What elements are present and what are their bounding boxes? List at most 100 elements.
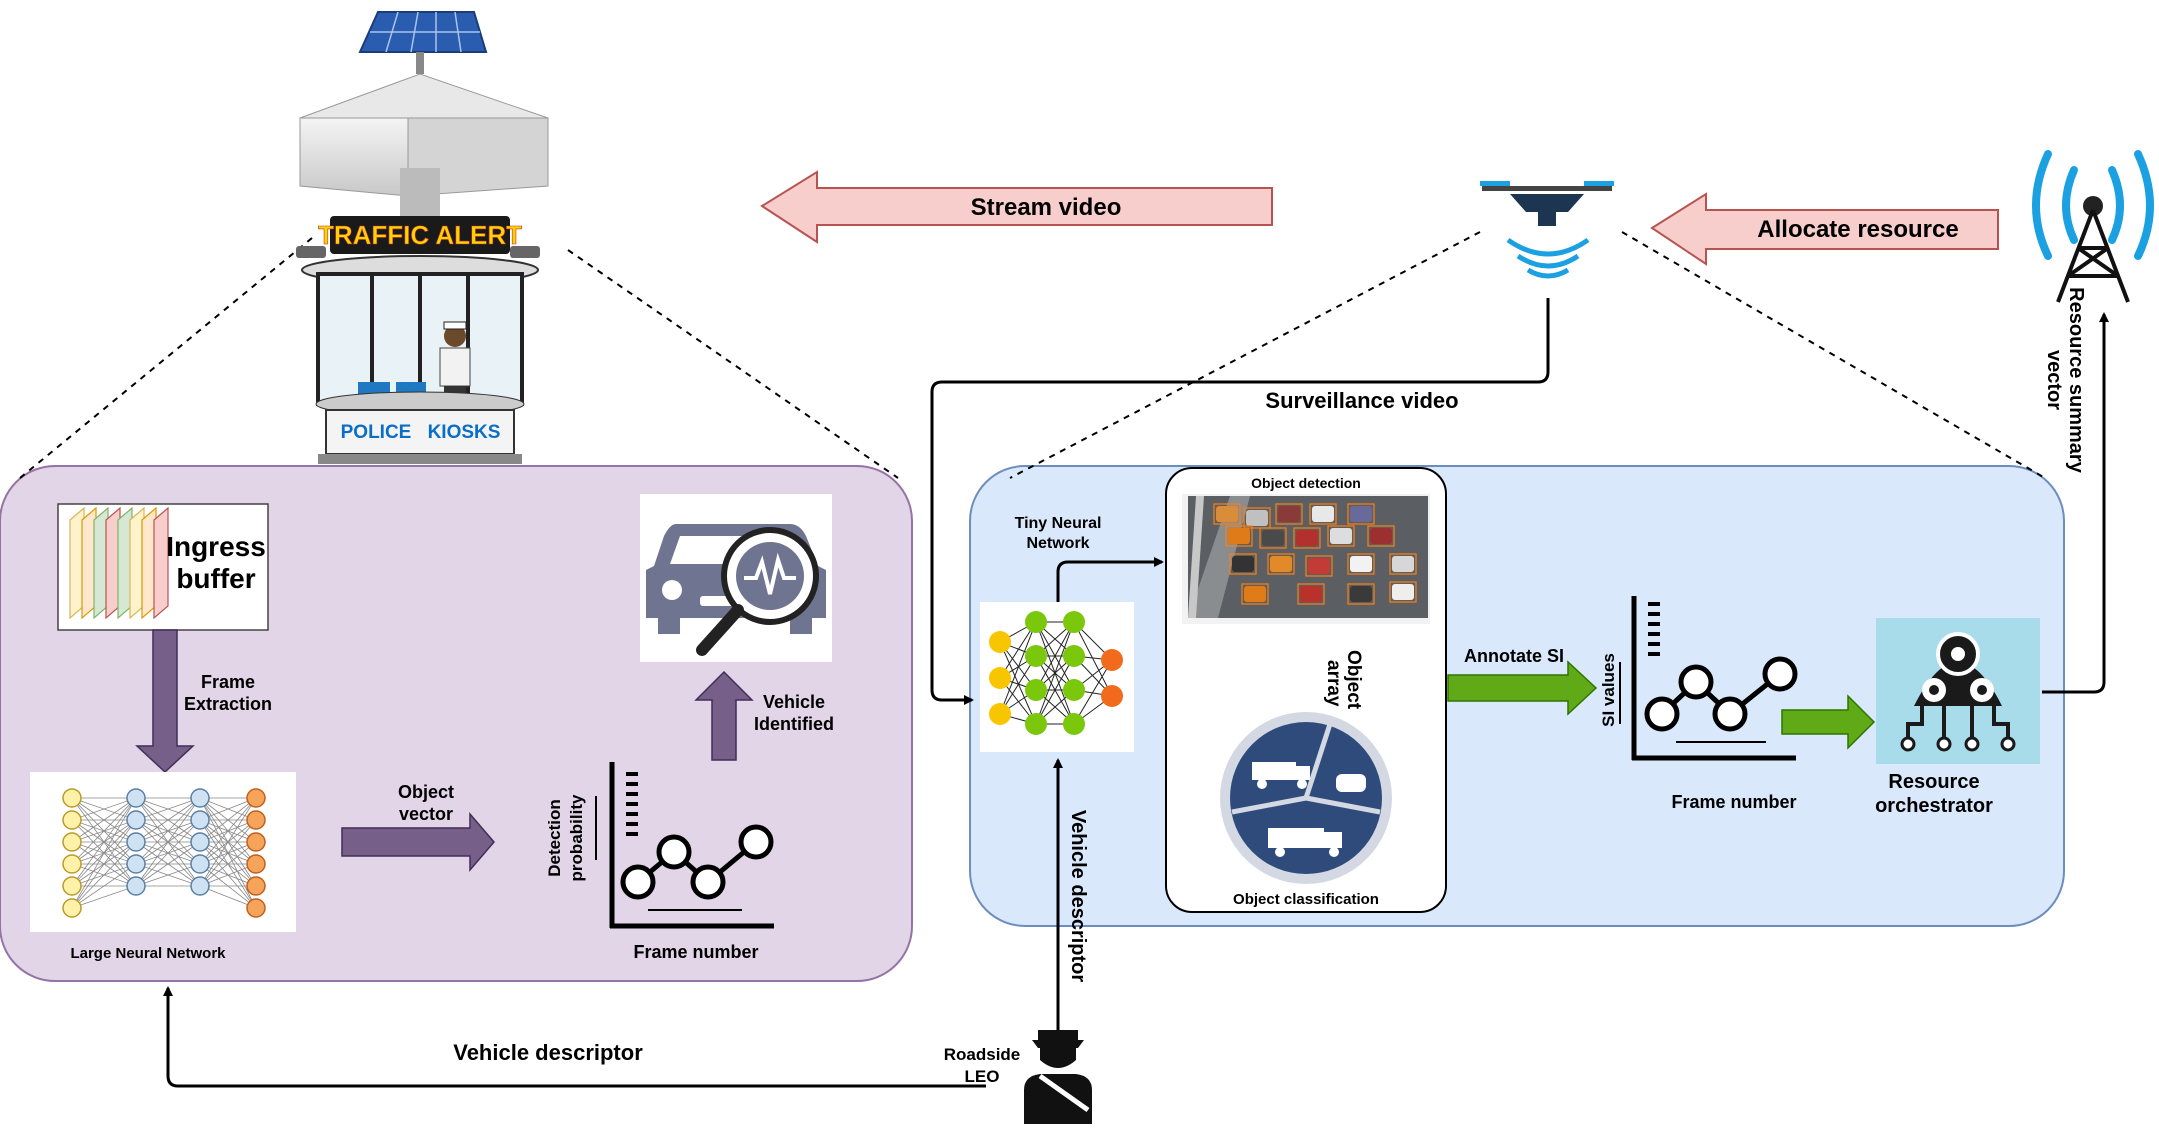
dashed-projection-lines: [19, 231, 2046, 479]
detection-box: [1389, 581, 1417, 603]
stream-video-arrow: Stream video: [760, 170, 1273, 244]
large-nn-edge: [71, 797, 137, 865]
large-nn-edge: [199, 863, 257, 887]
detected-car: [1392, 584, 1414, 600]
large-nn-node: [246, 810, 266, 830]
tiny-nn-nodes: [989, 611, 1123, 735]
large-nn-node: [126, 876, 146, 896]
detection-box: [1267, 553, 1295, 575]
large-nn-edge: [135, 863, 201, 887]
detection-box: [1213, 503, 1241, 525]
tiny-nn-edge: [1035, 621, 1075, 691]
large-nn-node: [62, 832, 82, 852]
surveillance-video-label: Surveillance video: [1265, 388, 1458, 413]
large-nn-node: [246, 898, 266, 918]
large-nn-node: [62, 898, 82, 918]
tiny-nn-edge: [999, 655, 1037, 715]
vehicle-diagnostics-icon: [640, 494, 832, 662]
large-nn-edge: [71, 819, 137, 909]
large-nn-node: [190, 832, 210, 852]
solar-panel-icon: [358, 11, 488, 74]
detection-box: [1259, 527, 1287, 549]
large-nn-node: [62, 876, 82, 896]
large-nn-edge: [71, 863, 137, 909]
tiny-nn-edge: [1073, 621, 1113, 697]
large-nn-edge: [71, 797, 137, 909]
detection-box: [1347, 553, 1375, 575]
detection-box: [1327, 525, 1355, 547]
kiosks-label: KIOSKS: [428, 422, 501, 443]
detection-box: [1297, 583, 1325, 605]
traffic-alert-sign: TRAFFIC ALERT: [318, 220, 522, 250]
detected-car: [1270, 556, 1292, 572]
detected-car: [1216, 506, 1238, 522]
tiny-nn-node: [1063, 713, 1085, 735]
large-nn-node: [190, 876, 210, 896]
tiny-nn-label-1: Tiny Neural: [1015, 515, 1102, 532]
large-nn-edge: [135, 819, 201, 887]
police-label: POLICE: [341, 422, 412, 443]
large-nn-edge: [199, 841, 257, 887]
annotate-si-label: Annotate SI: [1464, 646, 1564, 666]
tiny-nn-edge: [999, 621, 1037, 679]
ingress-label: Ingress: [166, 531, 266, 562]
detected-car: [1262, 530, 1284, 546]
detected-car: [1228, 528, 1250, 544]
large-nn-label: Large Neural Network: [70, 945, 226, 962]
object-detection-label: Object detection: [1251, 475, 1361, 491]
detection-box: [1241, 583, 1269, 605]
large-nn-edge: [135, 797, 201, 865]
tiny-nn-node: [1101, 685, 1123, 707]
stream-video-label: Stream video: [971, 194, 1122, 221]
large-nn-node: [126, 832, 146, 852]
detected-car: [1232, 556, 1254, 572]
frame-number-left-label: Frame number: [633, 942, 758, 962]
buffer-label: buffer: [176, 563, 255, 594]
detection-box: [1389, 553, 1417, 575]
detected-car: [1350, 556, 1372, 572]
resource-summary-vector-label: Resource summary vector: [2043, 287, 2087, 474]
roadside-label: Roadside: [944, 1045, 1021, 1064]
ingress-buffer-box: Ingress buffer: [57, 503, 269, 631]
vehicle-identified-arrow: [694, 670, 754, 761]
detected-car: [1278, 506, 1300, 522]
large-nn-edge: [199, 797, 257, 865]
tiny-nn-edge: [1073, 659, 1113, 725]
vehicle-descriptor-vertical-label: Vehicle descriptor: [1067, 810, 1089, 983]
drone-icon: [1480, 181, 1614, 279]
detection-probability-label: Detection probability: [545, 794, 586, 881]
tiny-nn-edge: [1035, 621, 1075, 725]
identified-label: Identified: [754, 714, 834, 734]
detected-car: [1350, 586, 1372, 602]
detected-car: [1246, 510, 1268, 526]
svg-text:SI values: SI values: [1599, 653, 1618, 727]
leo-label: LEO: [965, 1067, 1000, 1086]
large-nn-node: [190, 788, 210, 808]
tiny-nn-edge: [999, 621, 1037, 715]
large-nn-node: [190, 810, 210, 830]
large-nn-edge: [71, 841, 137, 909]
svg-text:vector: vector: [2043, 350, 2065, 410]
large-nn-edge: [71, 885, 137, 909]
roadside-officer-icon: [1024, 1030, 1092, 1124]
svg-text:Resource summary: Resource summary: [2065, 287, 2087, 474]
svg-text:array: array: [1323, 660, 1344, 707]
large-nn-node: [126, 788, 146, 808]
large-nn-edge: [199, 819, 257, 887]
resource-label: Resource: [1888, 771, 1979, 793]
cell-tower-icon: [2032, 150, 2154, 303]
large-nn-node: [62, 788, 82, 808]
detected-cars: [1213, 503, 1417, 605]
allocate-resource-label: Allocate resource: [1757, 216, 1958, 243]
object-classification-icon: [1220, 712, 1392, 884]
large-nn-edge: [71, 797, 137, 843]
resource-orchestrator-icon: [1876, 618, 2040, 764]
detected-car: [1244, 586, 1266, 602]
frame-label: Frame: [201, 672, 255, 692]
detected-car: [1370, 528, 1392, 544]
si-values-label: SI values: [1599, 653, 1618, 727]
tiny-neural-network-icon: [980, 602, 1134, 752]
detected-car: [1308, 558, 1330, 574]
connector-lines: [163, 298, 2109, 1088]
